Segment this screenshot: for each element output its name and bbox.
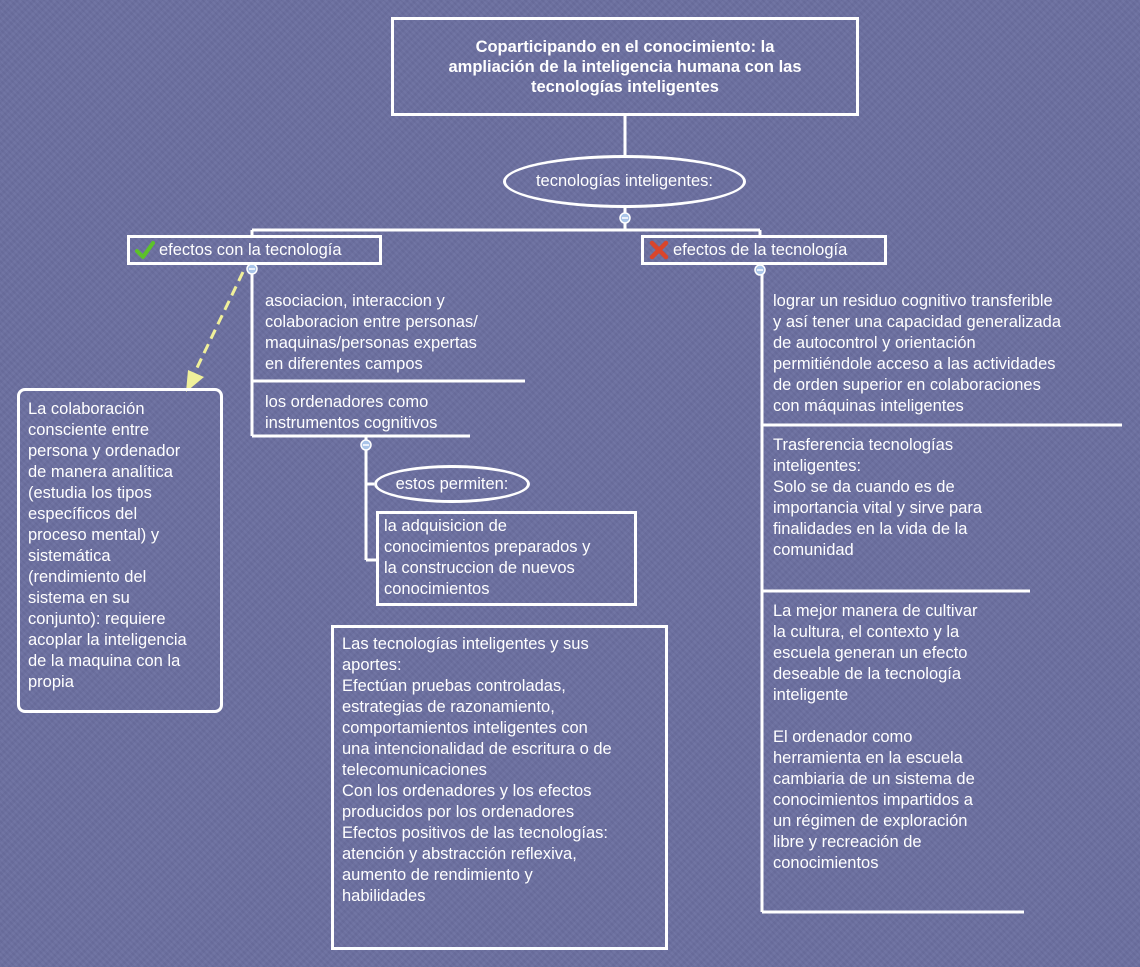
- left-branch-label: efectos con la tecnología: [159, 240, 342, 259]
- sub-topic-label: estos permiten:: [395, 474, 509, 493]
- left-branch-box[interactable]: efectos con la tecnología: [127, 235, 382, 265]
- center-topic-label: tecnologías inteligentes:: [535, 172, 714, 190]
- sub-topic-ellipse[interactable]: estos permiten:: [374, 465, 530, 503]
- right-item-cognitive-residue[interactable]: lograr un residuo cognitivo transferible…: [773, 292, 1062, 415]
- left-item-collaboration[interactable]: asociacion, interaccion y colaboracion e…: [265, 292, 478, 373]
- right-item-transfer[interactable]: Trasferencia tecnologías inteligentes: S…: [773, 436, 983, 559]
- left-item-cognitive-tools[interactable]: los ordenadores como instrumentos cognit…: [265, 393, 438, 432]
- center-topic-ellipse[interactable]: tecnologías inteligentes:: [503, 155, 746, 208]
- right-branch-label: efectos de la tecnología: [673, 240, 848, 259]
- sub-box[interactable]: la adquisicion de conocimientos preparad…: [376, 511, 637, 606]
- side-note-box[interactable]: La colaboración consciente entre persona…: [17, 388, 223, 713]
- dashed-arrow: [186, 271, 245, 392]
- root-title: Coparticipando en el conocimiento: la am…: [448, 37, 802, 96]
- right-branch-box[interactable]: efectos de la tecnología: [641, 235, 887, 265]
- check-icon: [135, 241, 155, 259]
- right-item-school[interactable]: La mejor manera de cultivar la cultura, …: [773, 602, 978, 872]
- x-icon: [649, 240, 669, 260]
- root-title-box[interactable]: Coparticipando en el conocimiento: la am…: [391, 17, 859, 116]
- bottom-box[interactable]: Las tecnologías inteligentes y sus aport…: [331, 625, 668, 950]
